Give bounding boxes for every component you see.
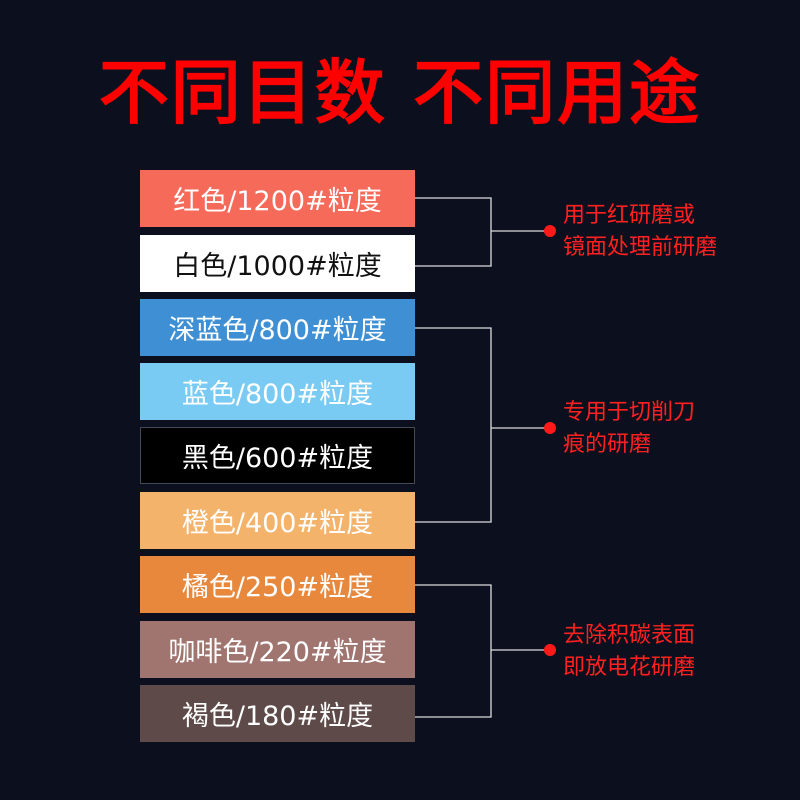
- usage-note-1: 用于红研磨或 镜面处理前研磨: [563, 200, 717, 264]
- grit-bar-label: 橙色/400#粒度: [181, 508, 374, 539]
- usage-note-2: 专用于切削刀 痕的研磨: [563, 397, 695, 461]
- usage-note-line: 用于红研磨或: [563, 203, 696, 228]
- usage-note-3: 去除积碳表面 即放电花研磨: [563, 620, 695, 684]
- bullet-dot-icon: [544, 225, 556, 237]
- usage-note-line: 去除积碳表面: [563, 623, 696, 648]
- page-title: 不同目数 不同用途: [98, 52, 702, 134]
- grit-bar-black: 黑色/600#粒度: [140, 427, 415, 484]
- bracket-group-2: [415, 327, 550, 523]
- usage-note-line: 专用于切削刀: [563, 400, 696, 425]
- grit-bar-white: 白色/1000#粒度: [140, 235, 415, 292]
- grit-bar-coffee: 咖啡色/220#粒度: [140, 621, 415, 678]
- grit-bar-label: 蓝色/800#粒度: [181, 379, 374, 410]
- grit-bar-blue: 蓝色/800#粒度: [140, 363, 415, 420]
- bracket-group-3: [415, 584, 550, 718]
- grit-bar-label: 褐色/180#粒度: [181, 701, 374, 732]
- bullet-dot-icon: [544, 422, 556, 434]
- grit-bar-label: 橘色/250#粒度: [181, 572, 374, 603]
- grit-bar-label: 红色/1200#粒度: [173, 186, 382, 217]
- usage-note-line: 镜面处理前研磨: [563, 235, 718, 260]
- grit-bar-label: 黑色/600#粒度: [181, 443, 374, 474]
- bracket-group-1: [415, 197, 550, 267]
- grit-bar-label: 深蓝色/800#粒度: [168, 315, 387, 346]
- usage-note-line: 即放电花研磨: [563, 655, 696, 680]
- grit-bar-red: 红色/1200#粒度: [140, 170, 415, 227]
- grit-bar-tangerine: 橘色/250#粒度: [140, 556, 415, 613]
- grit-bar-label: 咖啡色/220#粒度: [168, 637, 387, 668]
- grit-bar-dark-blue: 深蓝色/800#粒度: [140, 299, 415, 356]
- bullet-dot-icon: [544, 644, 556, 656]
- grit-bar-label: 白色/1000#粒度: [173, 251, 382, 282]
- usage-note-line: 痕的研磨: [563, 432, 652, 457]
- grit-bar-brown: 褐色/180#粒度: [140, 685, 415, 742]
- grit-bar-orange: 橙色/400#粒度: [140, 492, 415, 549]
